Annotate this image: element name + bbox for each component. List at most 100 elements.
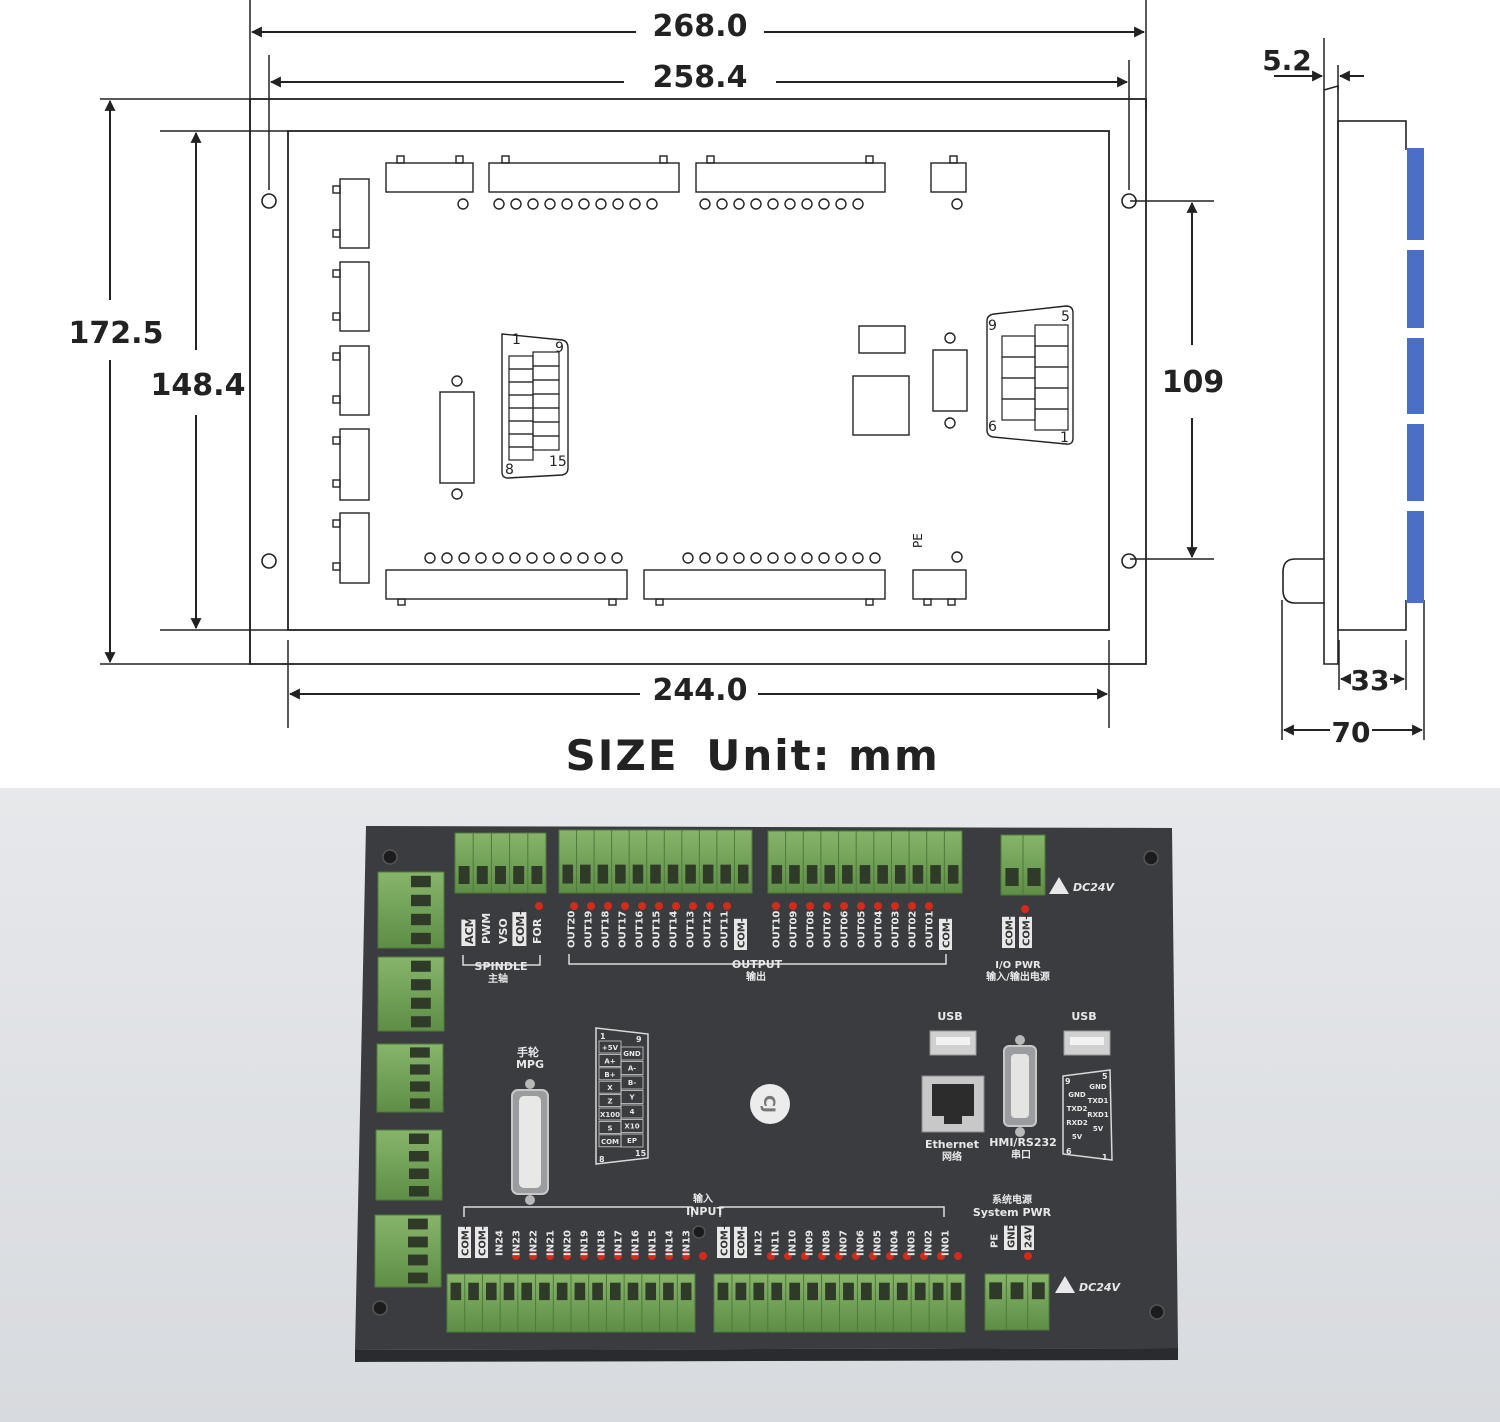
dim-board-height: 148.4 xyxy=(151,368,246,403)
pin-label: OUT05 xyxy=(857,911,868,948)
dim-overall-height: 172.5 xyxy=(69,316,164,351)
pin-label-box xyxy=(734,1226,747,1258)
terminal-block xyxy=(984,1273,1050,1331)
led-indicator xyxy=(512,1252,520,1260)
pin-label: IN05 xyxy=(873,1230,884,1256)
led-indicator xyxy=(874,902,882,910)
led-indicator xyxy=(869,1252,877,1260)
mpg-map-pin: GND xyxy=(623,1050,641,1058)
pin-label: IN16 xyxy=(631,1230,642,1256)
led-indicator xyxy=(672,902,680,910)
pin-label: IN07 xyxy=(839,1230,850,1256)
ethernet-label-cn: 网络 xyxy=(942,1150,962,1163)
pin-label: IN23 xyxy=(512,1230,523,1256)
led-indicator xyxy=(638,902,646,910)
pin-label: COM- xyxy=(478,1226,489,1256)
terminal-block xyxy=(377,956,445,1032)
db15-pin-9: 9 xyxy=(555,340,564,356)
pin-label: IN01 xyxy=(941,1230,952,1256)
pin-label: OUT15 xyxy=(652,911,663,948)
rs232-map-pin: GND xyxy=(1089,1083,1107,1091)
led-indicator xyxy=(891,902,899,910)
pin-label-box xyxy=(512,912,527,946)
pin-label: IN24 xyxy=(495,1230,506,1256)
dim-hole-spacing-height: 109 xyxy=(1162,365,1225,400)
mpg-map-pin: X100 xyxy=(600,1111,620,1119)
pin-label: PWM xyxy=(480,913,493,944)
led-indicator xyxy=(852,1252,860,1260)
pin-label: COM+ xyxy=(720,1222,731,1256)
pin-label: IN11 xyxy=(771,1230,782,1256)
warning-icon xyxy=(1055,1276,1075,1293)
pin-label: OUT17 xyxy=(618,911,629,948)
rs232-pin-map xyxy=(1062,1069,1113,1161)
mpg-map-pin: Y xyxy=(628,1094,635,1102)
dimension-drawing: 268.0 258.4 244.0 172.5 148.4 109 5.2 33… xyxy=(69,0,1425,780)
pin-label: IN15 xyxy=(648,1230,659,1256)
spindle-label: SPINDLE xyxy=(475,960,528,973)
pin-label-box xyxy=(1002,916,1015,948)
led-indicator xyxy=(772,902,780,910)
led-indicator xyxy=(925,902,933,910)
side-view-connectors xyxy=(1406,148,1424,603)
mpg-map-number: 8 xyxy=(599,1155,605,1164)
pe-label: PE xyxy=(911,533,925,548)
led-indicator xyxy=(631,1252,639,1260)
led-indicator xyxy=(1021,905,1029,913)
pin-label: OUT03 xyxy=(891,911,902,948)
pin-label: IN04 xyxy=(890,1230,901,1256)
led-indicator xyxy=(767,1252,775,1260)
terminal-block xyxy=(376,1043,444,1113)
mpg-map-pin: +5V xyxy=(602,1044,619,1052)
led-indicator xyxy=(908,902,916,910)
led-indicator xyxy=(587,902,595,910)
logo-text: CJ xyxy=(760,1095,779,1113)
pin-label: GND xyxy=(1007,1223,1018,1248)
dim-overall-width: 268.0 xyxy=(653,9,748,44)
db9-pin-9: 9 xyxy=(988,318,997,334)
pin-label: IN03 xyxy=(907,1230,918,1256)
usb-left-label: USB xyxy=(937,1010,962,1023)
pin-label: OUT18 xyxy=(601,911,612,948)
led-indicator xyxy=(621,902,629,910)
terminal-block xyxy=(374,1214,442,1288)
led-indicator xyxy=(563,1252,571,1260)
led-indicator xyxy=(655,902,663,910)
led-indicator xyxy=(835,1252,843,1260)
led-indicator xyxy=(614,1252,622,1260)
dim-board-width: 244.0 xyxy=(653,673,748,708)
ethernet-port xyxy=(921,1075,985,1133)
pin-label: COM+ xyxy=(514,906,527,944)
pin-label: IN13 xyxy=(682,1230,693,1256)
rs232-map-number: 5 xyxy=(1102,1072,1108,1081)
system-pwr-label-cn: 系统电源 xyxy=(992,1193,1032,1206)
pin-label: IN02 xyxy=(924,1230,935,1256)
led-indicator xyxy=(823,902,831,910)
mpg-map-pin: A+ xyxy=(604,1057,615,1065)
led-indicator xyxy=(665,1252,673,1260)
ethernet-label: Ethernet xyxy=(925,1138,979,1151)
pin-label: COM- xyxy=(737,1226,748,1256)
db15-pin-8: 8 xyxy=(505,462,514,478)
pin-label: IN12 xyxy=(754,1230,765,1256)
led-indicator xyxy=(546,1252,554,1260)
mpg-map-pin: X10 xyxy=(624,1123,639,1131)
pin-label-box xyxy=(1004,1225,1017,1250)
rs232-map-pin: TXD1 xyxy=(1088,1097,1109,1105)
board-outline xyxy=(287,130,1110,631)
pin-label: IN22 xyxy=(529,1230,540,1256)
rs232-map-number: 9 xyxy=(1065,1077,1071,1086)
led-indicator xyxy=(682,1252,690,1260)
rs232-map-pin: TXD2 xyxy=(1067,1105,1088,1113)
led-indicator xyxy=(706,902,714,910)
pin-label: IN20 xyxy=(563,1230,574,1256)
pin-label: OUT08 xyxy=(806,911,817,948)
pin-label: OUT09 xyxy=(789,911,800,948)
rs232-db9-connector xyxy=(1003,1035,1037,1137)
db15-pin-1: 1 xyxy=(512,332,521,348)
pin-label: COM- xyxy=(942,918,953,948)
mpg-label-cn: 手轮 xyxy=(517,1045,539,1059)
pin-label: OUT20 xyxy=(567,911,578,948)
